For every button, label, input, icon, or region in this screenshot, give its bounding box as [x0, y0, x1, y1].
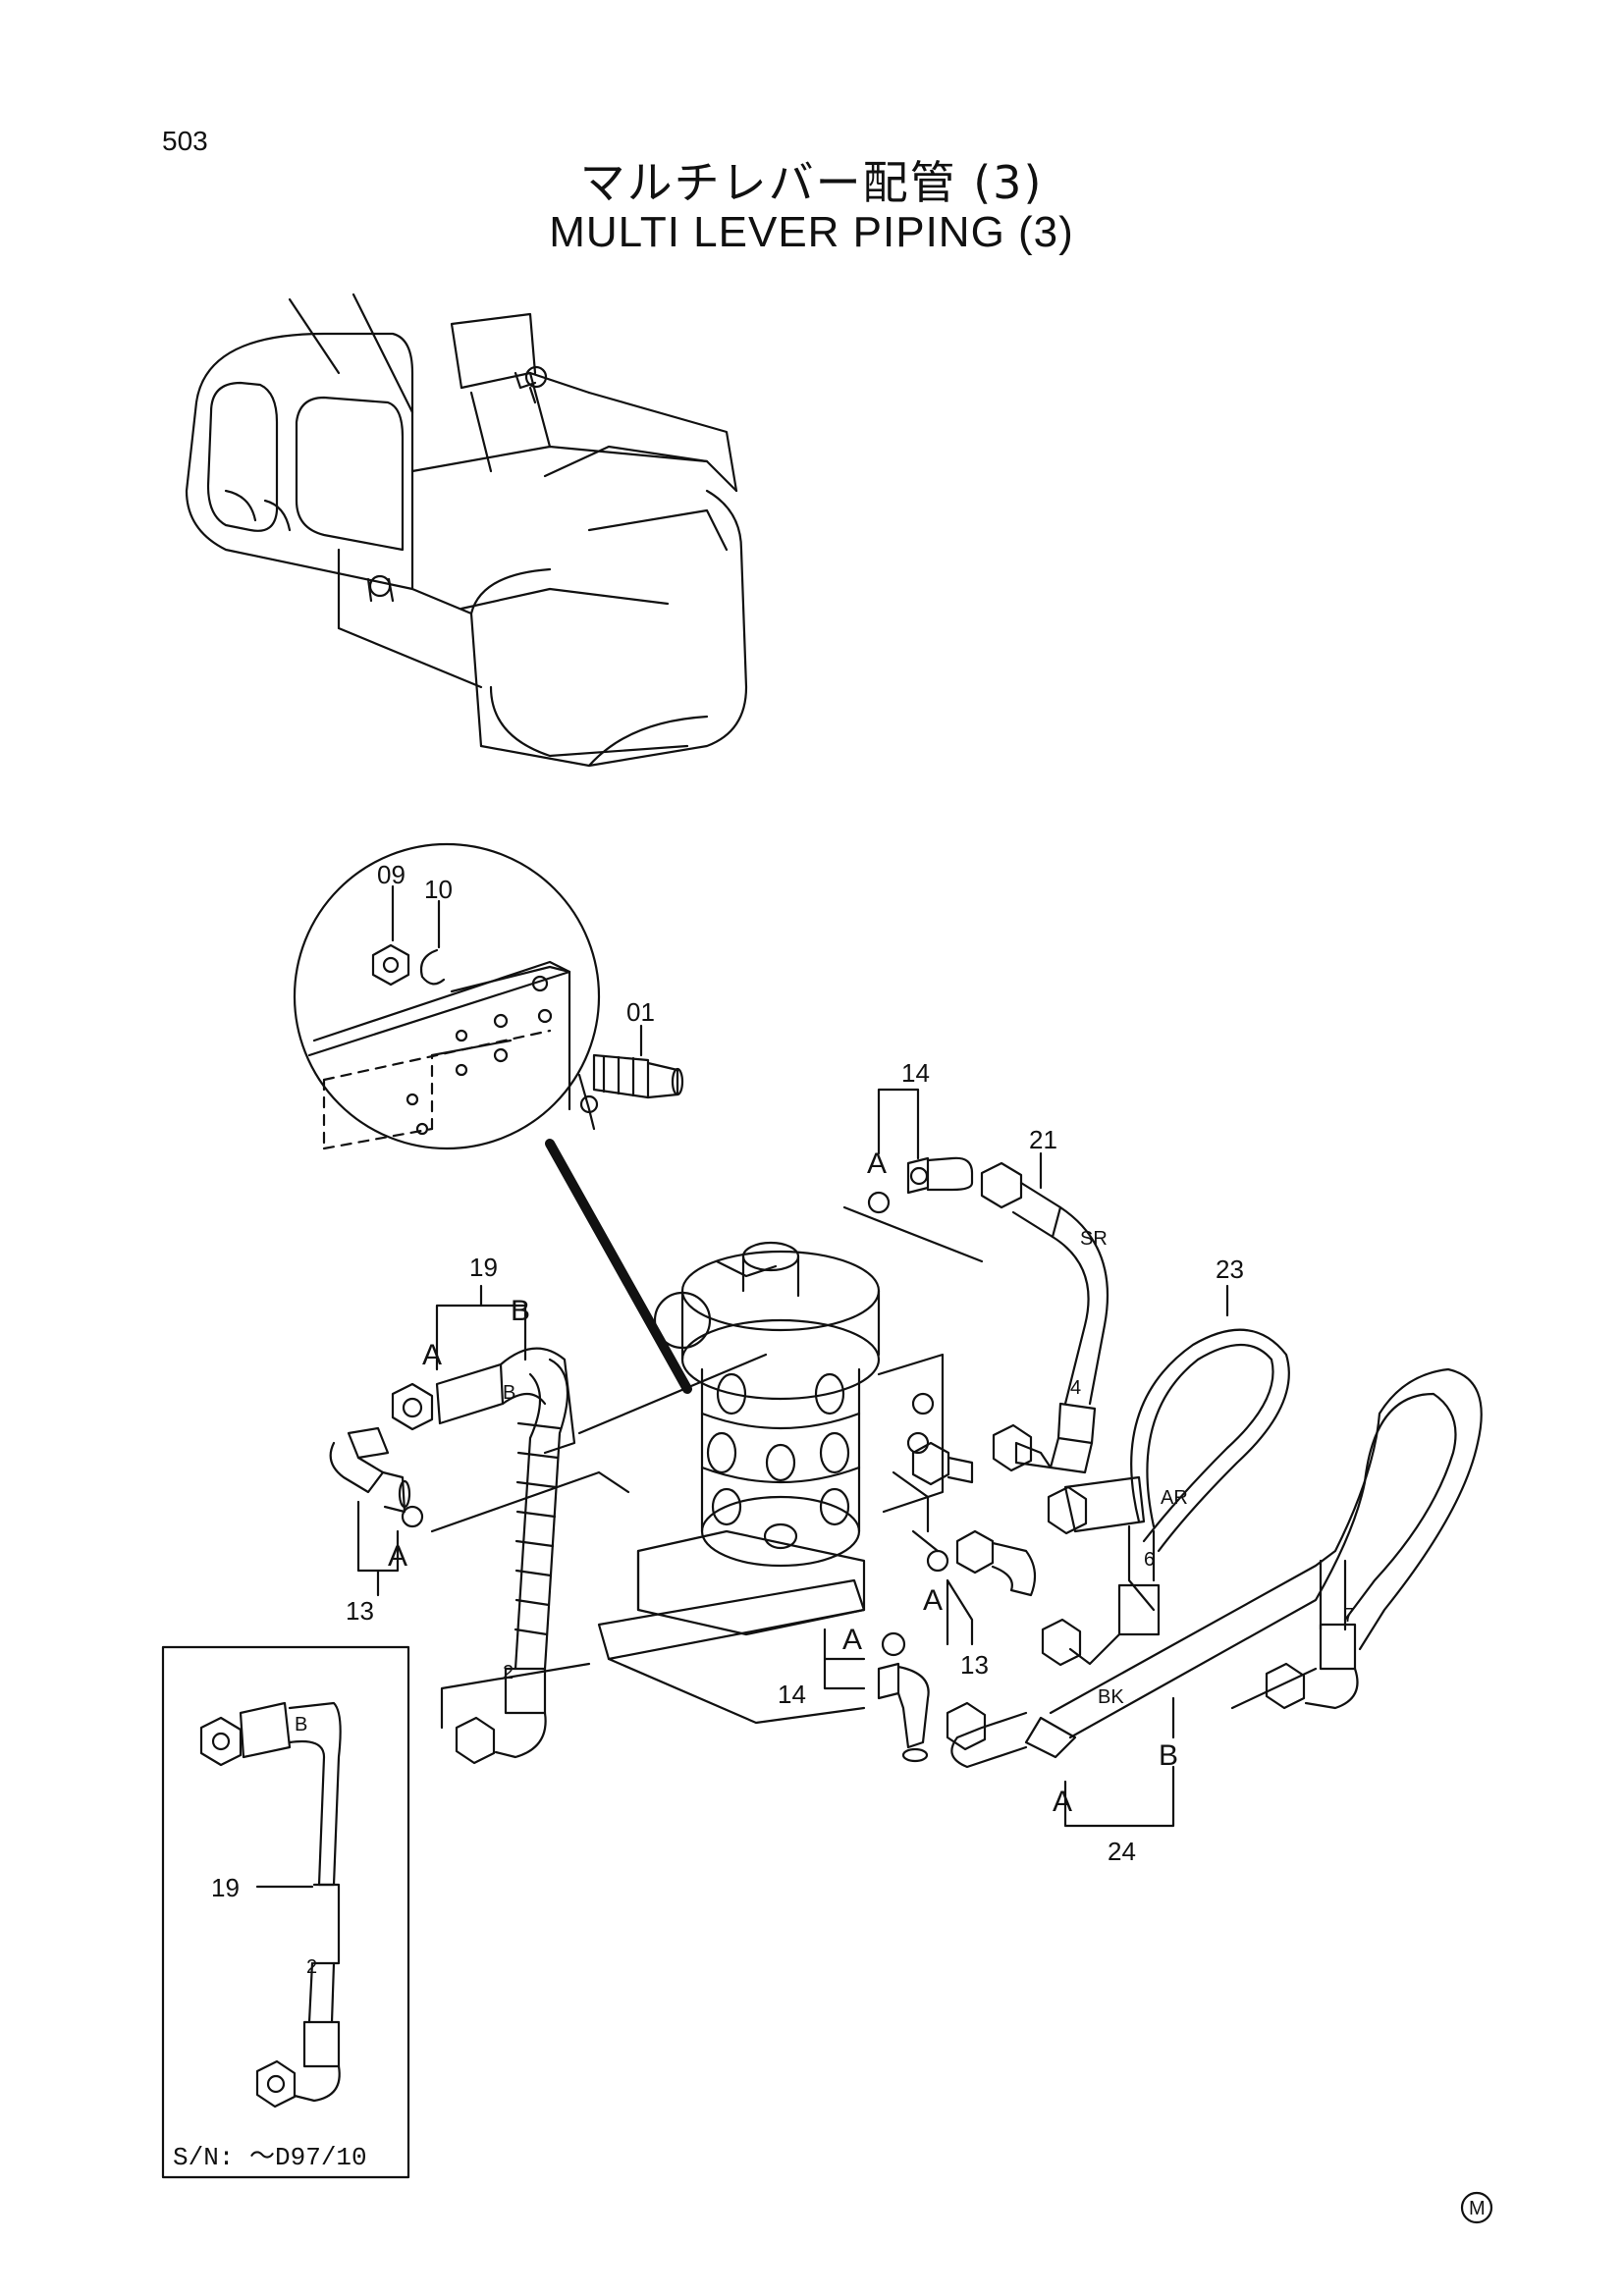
- part-21-hose: [980, 1151, 1109, 1474]
- hose-mark-2: 2: [503, 1662, 514, 1683]
- hose-mark-6: 6: [1144, 1549, 1155, 1571]
- port-b-24: B: [1159, 1739, 1178, 1772]
- label-part-21: 21: [1029, 1125, 1057, 1154]
- port-b-19: B: [511, 1295, 530, 1327]
- part-14-bottom-elbow: [823, 1628, 930, 1763]
- serial-number-inset: [161, 1645, 410, 2179]
- label-part-13-right: 13: [960, 1650, 989, 1680]
- part-23-hose: [1041, 1284, 1290, 1667]
- port-bk: BK: [1098, 1686, 1124, 1708]
- inset-part-19: 19: [211, 1873, 240, 1902]
- inset-hose-mark-2: 2: [306, 1956, 317, 1978]
- port-a-13-left: A: [388, 1540, 407, 1573]
- port-b-hose: B: [503, 1382, 515, 1404]
- page-number: 503: [162, 126, 208, 156]
- hose-mark-7: 7: [1343, 1605, 1354, 1627]
- detail-circle: [293, 842, 692, 1394]
- port-a-14-bottom: A: [842, 1624, 862, 1656]
- callout-10: 10: [424, 875, 453, 904]
- port-a-19: A: [422, 1339, 442, 1371]
- hose-mark-4: 4: [1070, 1377, 1081, 1399]
- part-19-and-13-left: [329, 1284, 768, 1765]
- inset-serial-note: S/N: ～D97/10: [173, 2143, 367, 2172]
- part-24-hose: [946, 1367, 1483, 1828]
- page-title-japanese: マルチレバー配管 (3): [579, 156, 1044, 209]
- part-14-top-elbow: [842, 1088, 984, 1263]
- excavator-overview-drawing: [185, 293, 748, 768]
- part-13-right-fittings: [892, 1441, 1037, 1646]
- label-part-14-top: 14: [901, 1058, 930, 1088]
- port-a-13-right: A: [923, 1584, 943, 1617]
- multi-lever-valve: [597, 1241, 945, 1725]
- corner-mark: [1460, 2191, 1493, 2224]
- label-part-14-bottom: 14: [778, 1680, 806, 1709]
- port-a-top: A: [867, 1148, 887, 1180]
- label-part-19: 19: [469, 1253, 498, 1282]
- page-title-english: MULTI LEVER PIPING (3): [549, 208, 1074, 256]
- callout-09: 09: [377, 860, 406, 889]
- corner-mark-letter: M: [1469, 2198, 1486, 2219]
- port-ar: AR: [1161, 1487, 1188, 1509]
- label-part-24: 24: [1108, 1837, 1136, 1866]
- port-a-24: A: [1053, 1786, 1072, 1818]
- callout-01: 01: [626, 997, 655, 1027]
- port-sr: SR: [1080, 1228, 1108, 1250]
- label-part-13-left: 13: [346, 1596, 374, 1626]
- label-part-23: 23: [1216, 1255, 1244, 1284]
- inset-port-b: B: [295, 1714, 307, 1735]
